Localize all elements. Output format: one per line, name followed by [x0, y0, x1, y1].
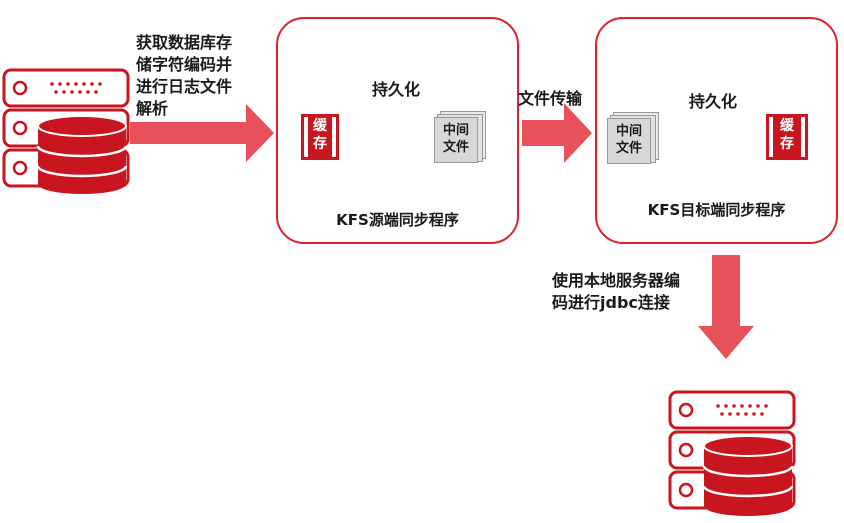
- arrow-right-icon: [522, 103, 592, 163]
- persist-label: 持久化: [689, 92, 738, 111]
- document-stack-icon: 中间 文件: [607, 112, 663, 164]
- target-box-title: KFS目标端同步程序: [647, 201, 786, 219]
- arrow-right-icon: [130, 104, 274, 162]
- extract-description: 获取数据库存 储字符编码并 进行日志文件 解析: [136, 32, 232, 120]
- cache-char: 缓: [780, 118, 794, 134]
- cache-char: 缓: [313, 118, 327, 134]
- text-line: 获取数据库存: [136, 33, 233, 52]
- text-line: 进行日志文件: [136, 77, 233, 96]
- cache-char: 存: [780, 136, 794, 152]
- doc-text-line: 中间: [615, 124, 642, 139]
- arrow-down-icon: [698, 255, 754, 359]
- doc-text-line: 文件: [442, 140, 469, 155]
- persist-label: 持久化: [372, 80, 421, 99]
- text-line: 储字符编码并: [136, 55, 233, 74]
- transfer-label: 文件传输: [518, 89, 583, 108]
- cache-icon: 缓 存: [301, 114, 339, 160]
- text-line: 使用本地服务器编: [552, 271, 681, 290]
- target-sync-box: 持久化 中间 文件 缓 存 KFS目标端同步程序: [595, 17, 838, 244]
- document-stack-icon: 中间 文件: [434, 111, 490, 163]
- text-line: 码进行jdbc连接: [552, 293, 670, 312]
- load-description: 使用本地服务器编 码进行jdbc连接: [552, 270, 680, 314]
- source-database-icon: [2, 68, 130, 194]
- source-box-title: KFS源端同步程序: [336, 211, 459, 229]
- doc-text-line: 中间: [442, 123, 469, 138]
- text-line: 解析: [136, 99, 169, 118]
- source-sync-box: 持久化 缓 存 中间 文件 KFS源端同步程序: [276, 17, 519, 244]
- cache-icon: 缓 存: [766, 114, 808, 160]
- target-database-icon: [668, 390, 796, 516]
- cache-char: 存: [313, 136, 327, 152]
- doc-text-line: 文件: [615, 141, 642, 156]
